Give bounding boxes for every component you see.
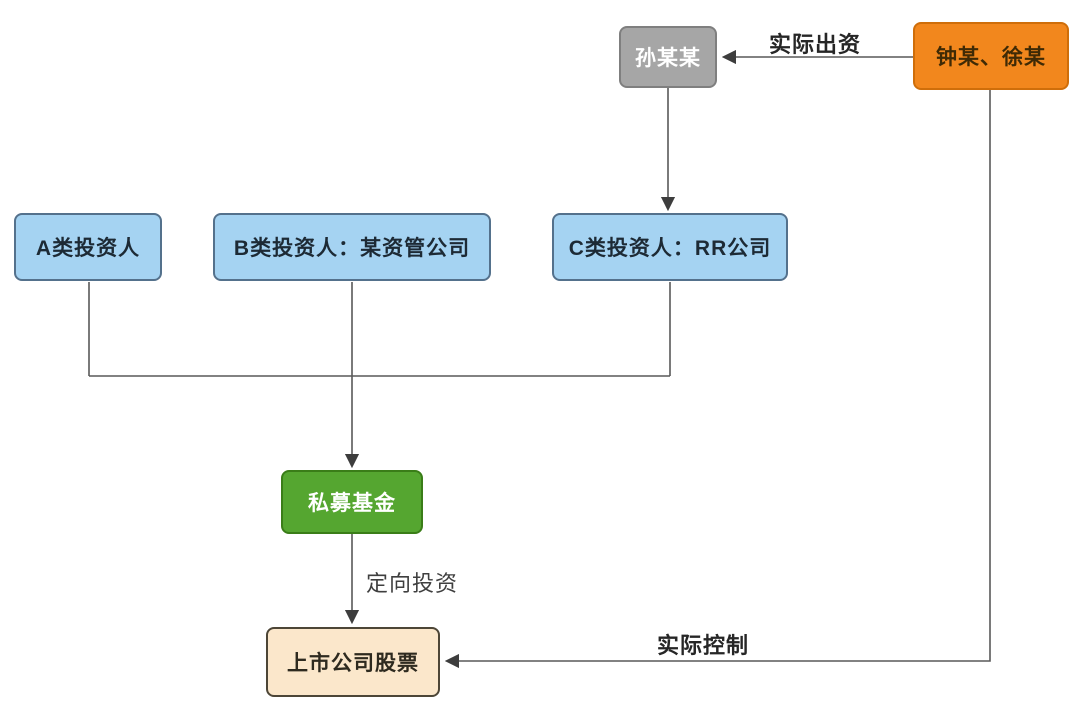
node-investor-c: C类投资人：RR公司 <box>552 213 788 281</box>
node-fund-label: 私募基金 <box>308 492 396 515</box>
node-fund: 私募基金 <box>281 470 423 534</box>
node-investor-a-label: A类投资人 <box>35 237 141 260</box>
node-stock-label: 上市公司股票 <box>287 652 419 675</box>
node-zhong-xu-label: 钟某、徐某 <box>936 46 1046 69</box>
edge-label-actual-funding: 实际出资 <box>768 32 862 57</box>
edge-label-directed-investment: 定向投资 <box>365 571 459 596</box>
node-zhong-xu: 钟某、徐某 <box>913 22 1069 90</box>
node-investor-b: B类投资人：某资管公司 <box>213 213 491 281</box>
connector-actual-control <box>444 90 991 669</box>
node-stock: 上市公司股票 <box>266 627 440 697</box>
node-sun: 孙某某 <box>619 26 717 88</box>
node-sun-label: 孙某某 <box>635 47 701 70</box>
node-investor-a: A类投资人 <box>14 213 162 281</box>
node-investor-c-label: C类投资人：RR公司 <box>568 237 772 260</box>
edge-label-actual-control: 实际控制 <box>656 633 750 658</box>
node-investor-b-label: B类投资人：某资管公司 <box>233 237 471 260</box>
